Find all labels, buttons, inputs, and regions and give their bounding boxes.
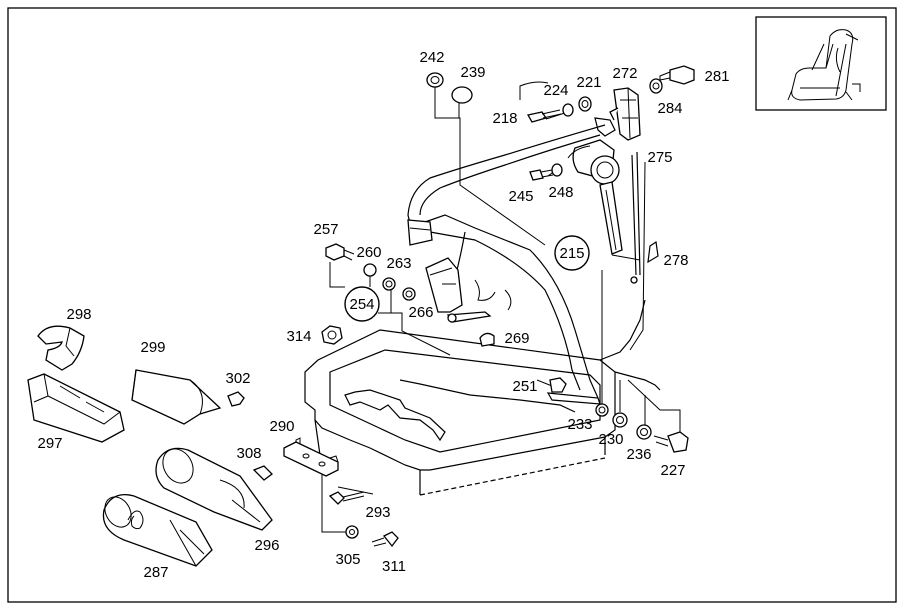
mounting-bracket <box>283 437 339 477</box>
part-label-296: 296 <box>254 537 279 554</box>
part-label-305: 305 <box>335 551 360 568</box>
part-label-242: 242 <box>419 49 444 66</box>
seat-inset <box>755 16 887 111</box>
part-label-233: 233 <box>567 416 592 433</box>
pivot-marks <box>474 279 512 311</box>
part-label-266: 266 <box>408 304 433 321</box>
part-label-224: 224 <box>543 82 568 99</box>
part-label-281: 281 <box>704 68 729 85</box>
pretensioner-housing <box>155 447 273 531</box>
part-label-236: 236 <box>626 446 651 463</box>
belt-tongue <box>407 219 433 246</box>
part-label-263: 263 <box>386 255 411 272</box>
height-adjuster <box>609 87 641 141</box>
callout-label: 215 <box>559 245 584 262</box>
flame-icon <box>127 510 144 530</box>
part-label-275: 275 <box>647 149 672 166</box>
inset-seat-icon <box>787 29 861 101</box>
clip <box>647 240 659 264</box>
part-label-239: 239 <box>460 64 485 81</box>
callout-circle <box>344 286 380 322</box>
part-label-308: 308 <box>236 445 261 462</box>
part-label-297: 297 <box>37 435 62 452</box>
part-label-298: 298 <box>66 306 91 323</box>
part-label-260: 260 <box>356 244 381 261</box>
insulation-sleeve <box>131 369 222 425</box>
part-label-269: 269 <box>504 330 529 347</box>
part-label-290: 290 <box>269 418 294 435</box>
group-callout-254: 254 <box>344 286 380 322</box>
part-label-245: 245 <box>508 188 533 205</box>
inset-frame <box>755 16 887 111</box>
diagram-frame <box>7 7 897 603</box>
part-label-278: 278 <box>663 252 688 269</box>
gas-generator <box>102 493 213 567</box>
part-label-314: 314 <box>286 328 311 345</box>
push-clip <box>227 391 245 407</box>
buckle <box>425 257 492 323</box>
fasteners <box>321 65 695 548</box>
circled-group-labels: 215 254 <box>344 235 590 322</box>
callout-label: 254 <box>349 296 374 313</box>
guide-rod <box>631 151 641 276</box>
trim-cover <box>27 373 125 443</box>
part-label-257: 257 <box>313 221 338 238</box>
retaining-clip <box>252 465 273 481</box>
group-callout-215: 215 <box>554 235 590 271</box>
callout-circle <box>554 235 590 271</box>
clamp-ring <box>37 325 85 371</box>
part-label-227: 227 <box>660 462 685 479</box>
part-label-230: 230 <box>598 431 623 448</box>
part-label-311: 311 <box>382 558 406 575</box>
part-label-299: 299 <box>140 339 165 356</box>
belt-retractor <box>567 139 623 255</box>
part-label-248: 248 <box>548 184 573 201</box>
part-label-284: 284 <box>657 100 682 117</box>
part-label-251: 251 <box>512 378 537 395</box>
part-label-287: 287 <box>143 564 168 581</box>
part-label-293: 293 <box>365 504 390 521</box>
part-label-221: 221 <box>576 74 601 91</box>
part-label-218: 218 <box>492 110 517 127</box>
seat-frame <box>304 299 661 496</box>
part-label-302: 302 <box>225 370 250 387</box>
part-label-272: 272 <box>612 65 637 82</box>
